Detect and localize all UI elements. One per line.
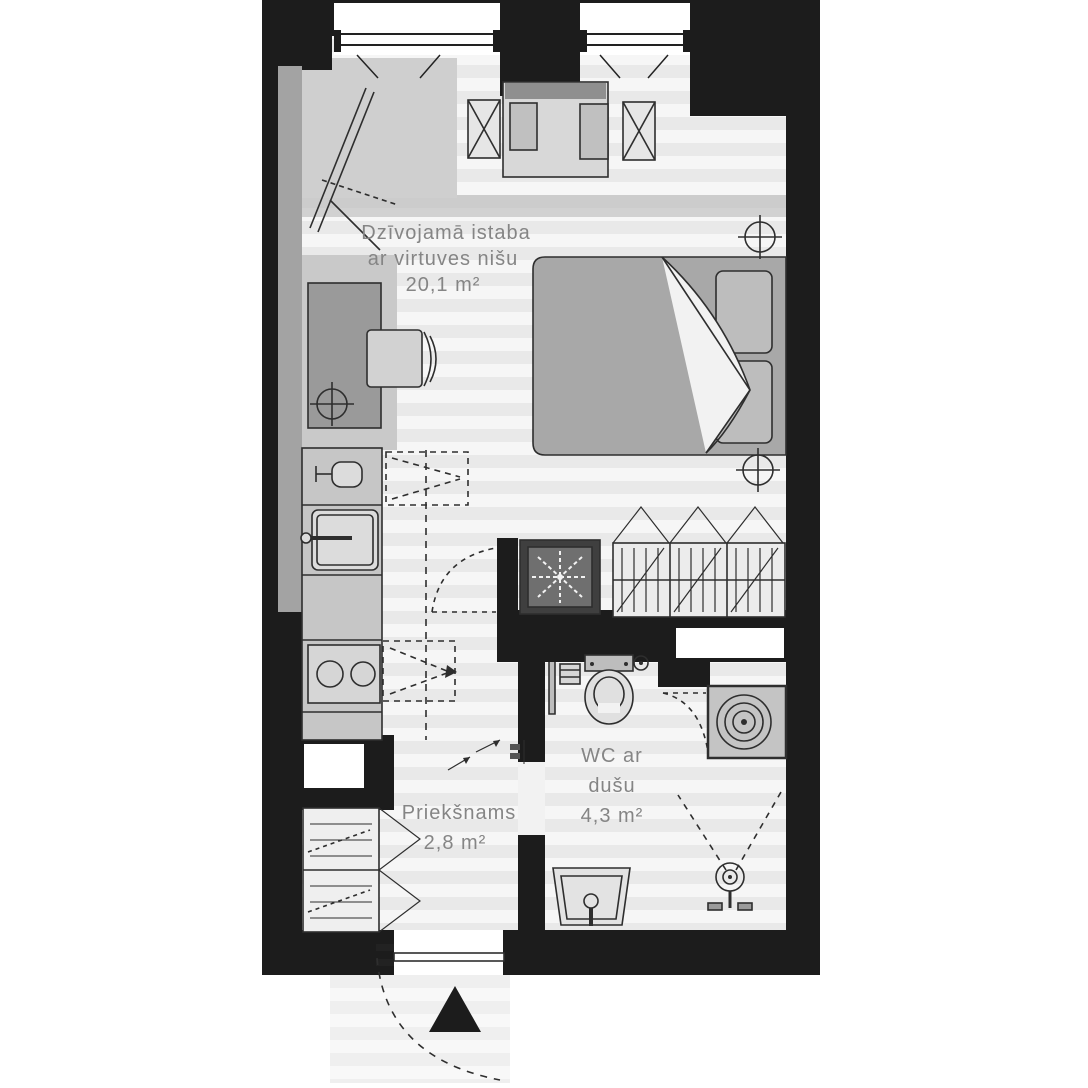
armchair-icon bbox=[366, 329, 437, 388]
window-icon bbox=[334, 3, 500, 55]
crosshair-marker-icon bbox=[310, 382, 354, 426]
entrance-door-swing bbox=[376, 957, 501, 1081]
leader-arrows bbox=[447, 739, 501, 771]
wardrobe-hanging-icon bbox=[612, 506, 786, 618]
hall bbox=[302, 739, 501, 933]
towel-rail-icon bbox=[548, 662, 581, 715]
valve-icon bbox=[633, 655, 649, 671]
fridge-snowflake-icon bbox=[519, 539, 601, 615]
crosshair-marker-icon bbox=[736, 448, 780, 492]
ladder-rack-icon bbox=[309, 87, 399, 251]
shower-tray-icon bbox=[706, 684, 788, 760]
kitchen-sink-icon bbox=[300, 509, 379, 571]
hall-name: Priekšnams bbox=[402, 802, 516, 824]
kitchen bbox=[300, 447, 497, 741]
upper-cabinet-dashed-icon bbox=[382, 640, 457, 702]
table-with-chairs-icon bbox=[467, 81, 656, 178]
entrance-door-leaf bbox=[393, 952, 505, 962]
door-swing-arc bbox=[431, 547, 497, 613]
room-labels: Dzīvojamā istaba ar virtuves nišu 20,1 m… bbox=[361, 222, 644, 854]
hall-area: 2,8 m² bbox=[424, 832, 487, 854]
living-room-area: 20,1 m² bbox=[406, 274, 481, 296]
door-frame-marks bbox=[510, 740, 525, 764]
wc-name-line2: dušu bbox=[588, 775, 635, 797]
bed-icon bbox=[532, 256, 787, 456]
toilet-icon bbox=[584, 654, 634, 725]
windows bbox=[334, 3, 690, 79]
washbasin-icon bbox=[552, 867, 631, 926]
storage-row bbox=[519, 506, 786, 618]
wc-room bbox=[510, 654, 788, 926]
crosshair-marker-icon bbox=[738, 215, 782, 259]
small-appliance-icon bbox=[315, 461, 363, 488]
living-room-name-line2: ar virtuves nišu bbox=[368, 248, 519, 270]
entrance bbox=[376, 944, 505, 1081]
cooktop-icon bbox=[307, 644, 381, 704]
shoe-closet-icon bbox=[302, 807, 421, 933]
wc-name-line1: WC ar bbox=[581, 745, 643, 767]
window-icon bbox=[580, 3, 690, 55]
shower-head-icon bbox=[677, 791, 782, 911]
living-room-name-line1: Dzīvojamā istaba bbox=[361, 222, 530, 244]
entrance-arrow-icon bbox=[429, 986, 481, 1032]
wc-area: 4,3 m² bbox=[581, 805, 644, 827]
living-room bbox=[307, 81, 787, 492]
